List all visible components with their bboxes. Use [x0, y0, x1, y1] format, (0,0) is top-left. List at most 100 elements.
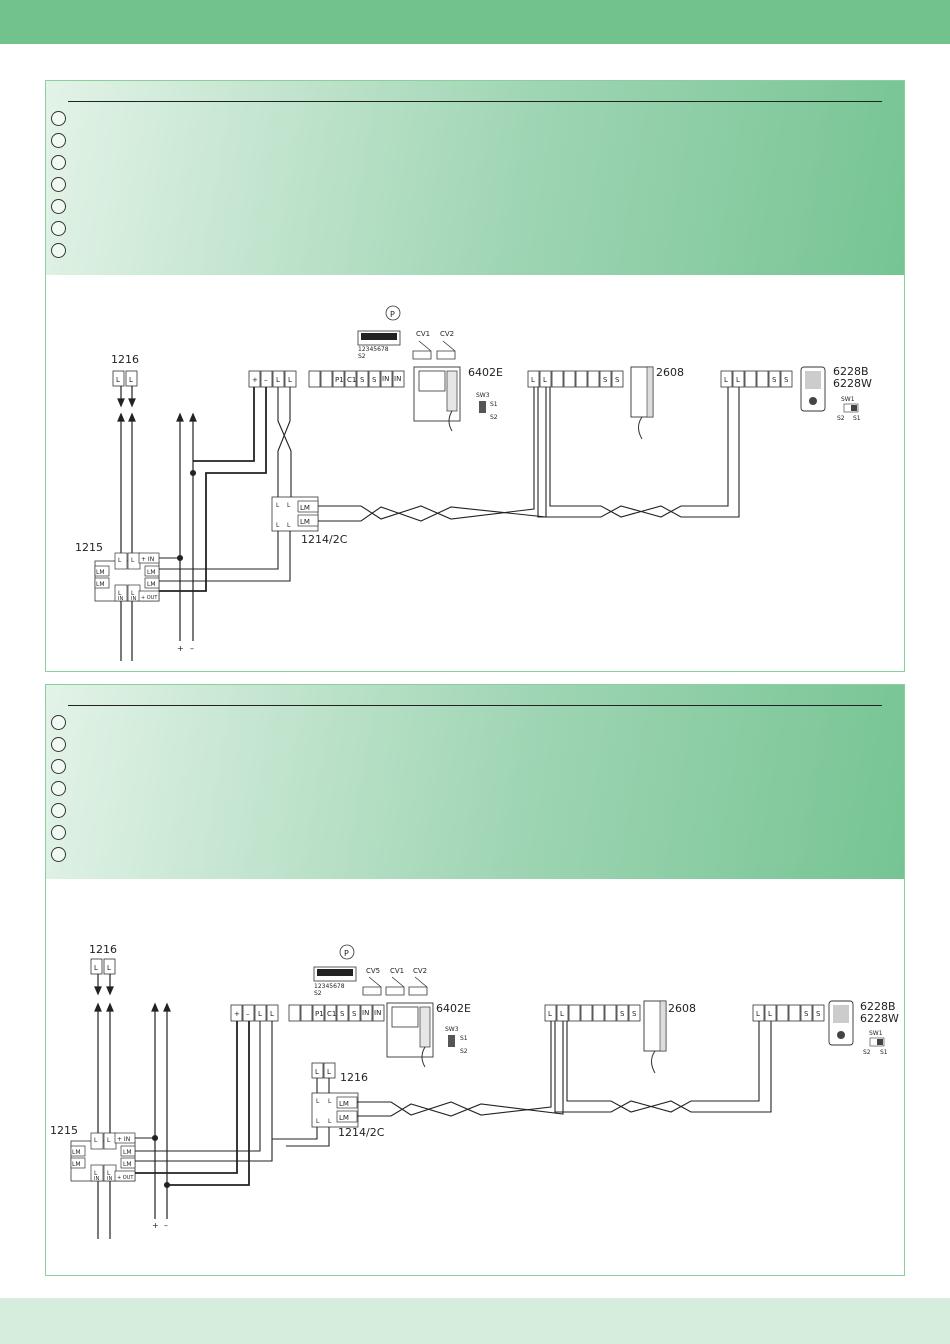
svg-text:L: L: [316, 1098, 320, 1105]
monitor-terminal-strip: [248, 370, 405, 388]
svg-text:S2: S2: [460, 1048, 468, 1055]
door-panel-6228: 6228B 6228W SW1 S2 S1: [828, 1000, 899, 1056]
svg-text:P1: P1: [335, 376, 344, 384]
svg-text:L: L: [258, 1010, 262, 1018]
cv-buttons: CV5 CV1 CV2: [362, 967, 428, 996]
svg-text:12345678: 12345678: [358, 346, 389, 353]
svg-text:S: S: [620, 1010, 625, 1018]
step-circle-3: [51, 759, 66, 774]
svg-text:S: S: [360, 376, 365, 384]
header-rule: [68, 705, 882, 706]
svg-text:L: L: [288, 376, 292, 384]
svg-text:LM: LM: [339, 1114, 349, 1122]
handset-terminal-strip: [544, 1004, 641, 1022]
svg-text:S: S: [615, 376, 620, 384]
svg-text:IN: IN: [107, 1176, 112, 1182]
svg-text:+ IN: + IN: [117, 1136, 130, 1143]
svg-text:LM: LM: [72, 1161, 81, 1168]
step-circle-2: [51, 133, 66, 148]
svg-text:6228B: 6228B: [833, 365, 869, 378]
svg-text:S: S: [804, 1010, 809, 1018]
svg-text:IN: IN: [382, 375, 389, 383]
supply-plus-label: +: [152, 1221, 159, 1230]
svg-text:LM: LM: [123, 1161, 132, 1168]
svg-text:L: L: [270, 1010, 274, 1018]
svg-text:SW3: SW3: [476, 392, 490, 399]
svg-text:L: L: [736, 376, 740, 384]
step-circle-7: [51, 847, 66, 862]
step-circle-3: [51, 155, 66, 170]
svg-text:IN: IN: [94, 1176, 99, 1182]
svg-text:P: P: [344, 949, 349, 958]
svg-text:LM: LM: [300, 518, 310, 526]
svg-text:S2: S2: [358, 353, 366, 360]
dip-switch-s2: 12345678 S2: [357, 330, 401, 360]
svg-text:C1: C1: [347, 376, 356, 384]
svg-text:S: S: [772, 376, 777, 384]
svg-text:L: L: [724, 376, 728, 384]
svg-text:S1: S1: [490, 401, 498, 408]
svg-text:IN: IN: [131, 596, 136, 602]
svg-text:L: L: [94, 964, 98, 972]
svg-text:1216: 1216: [340, 1071, 368, 1084]
svg-text:L: L: [118, 590, 122, 597]
svg-text:+ IN: + IN: [141, 556, 154, 563]
svg-text:2608: 2608: [668, 1002, 696, 1015]
svg-text:SW1: SW1: [869, 1030, 883, 1037]
svg-text:LM: LM: [147, 569, 156, 576]
panel-2-header: [46, 685, 904, 879]
p-marker: P: [339, 944, 355, 960]
svg-text:1215: 1215: [50, 1124, 78, 1137]
svg-text:L: L: [328, 1098, 332, 1105]
panel-terminal-strip: [752, 1004, 825, 1022]
step-circle-5: [51, 199, 66, 214]
svg-text:SW3: SW3: [445, 1026, 459, 1033]
svg-text:L: L: [328, 1118, 332, 1125]
svg-text:LM: LM: [147, 581, 156, 588]
svg-text:L: L: [94, 1137, 98, 1144]
step-circle-2: [51, 737, 66, 752]
svg-text:–: –: [246, 1010, 250, 1018]
monitor-6402e: 6402E: [386, 1002, 471, 1068]
svg-text:C1: C1: [327, 1010, 336, 1018]
svg-text:P: P: [390, 310, 395, 319]
svg-text:1214/2C: 1214/2C: [338, 1126, 385, 1139]
step-circle-4: [51, 781, 66, 796]
sw3-switch: SW3 S1 S2: [445, 1026, 468, 1055]
svg-text:L: L: [287, 522, 291, 529]
svg-text:6228W: 6228W: [860, 1012, 899, 1025]
svg-text:LM: LM: [72, 1149, 81, 1156]
svg-text:L: L: [548, 1010, 552, 1018]
svg-text:S: S: [603, 376, 608, 384]
svg-text:–: –: [264, 376, 268, 384]
svg-text:L: L: [107, 1137, 111, 1144]
svg-text:+: +: [234, 1010, 240, 1018]
cv-buttons: CV1 CV2: [412, 330, 456, 360]
svg-text:IN: IN: [374, 1009, 381, 1017]
svg-text:6228W: 6228W: [833, 377, 872, 390]
supply-plus-label: +: [177, 644, 184, 653]
step-circle-7: [51, 243, 66, 258]
svg-text:S2: S2: [837, 415, 845, 422]
supply-minus-label: –: [164, 1221, 168, 1230]
wiring: [159, 387, 740, 592]
svg-text:S: S: [816, 1010, 821, 1018]
svg-text:L: L: [131, 557, 135, 564]
header-rule: [68, 101, 882, 102]
svg-text:S: S: [340, 1010, 345, 1018]
svg-text:L: L: [129, 376, 133, 384]
svg-text:S: S: [352, 1010, 357, 1018]
svg-text:CV1: CV1: [390, 967, 404, 975]
svg-text:6228B: 6228B: [860, 1000, 896, 1013]
svg-text:L: L: [287, 502, 291, 509]
svg-text:CV2: CV2: [413, 967, 427, 975]
svg-text:IN: IN: [118, 596, 123, 602]
svg-text:L: L: [107, 1170, 111, 1177]
svg-text:P1: P1: [315, 1010, 324, 1018]
svg-text:S1: S1: [460, 1035, 468, 1042]
